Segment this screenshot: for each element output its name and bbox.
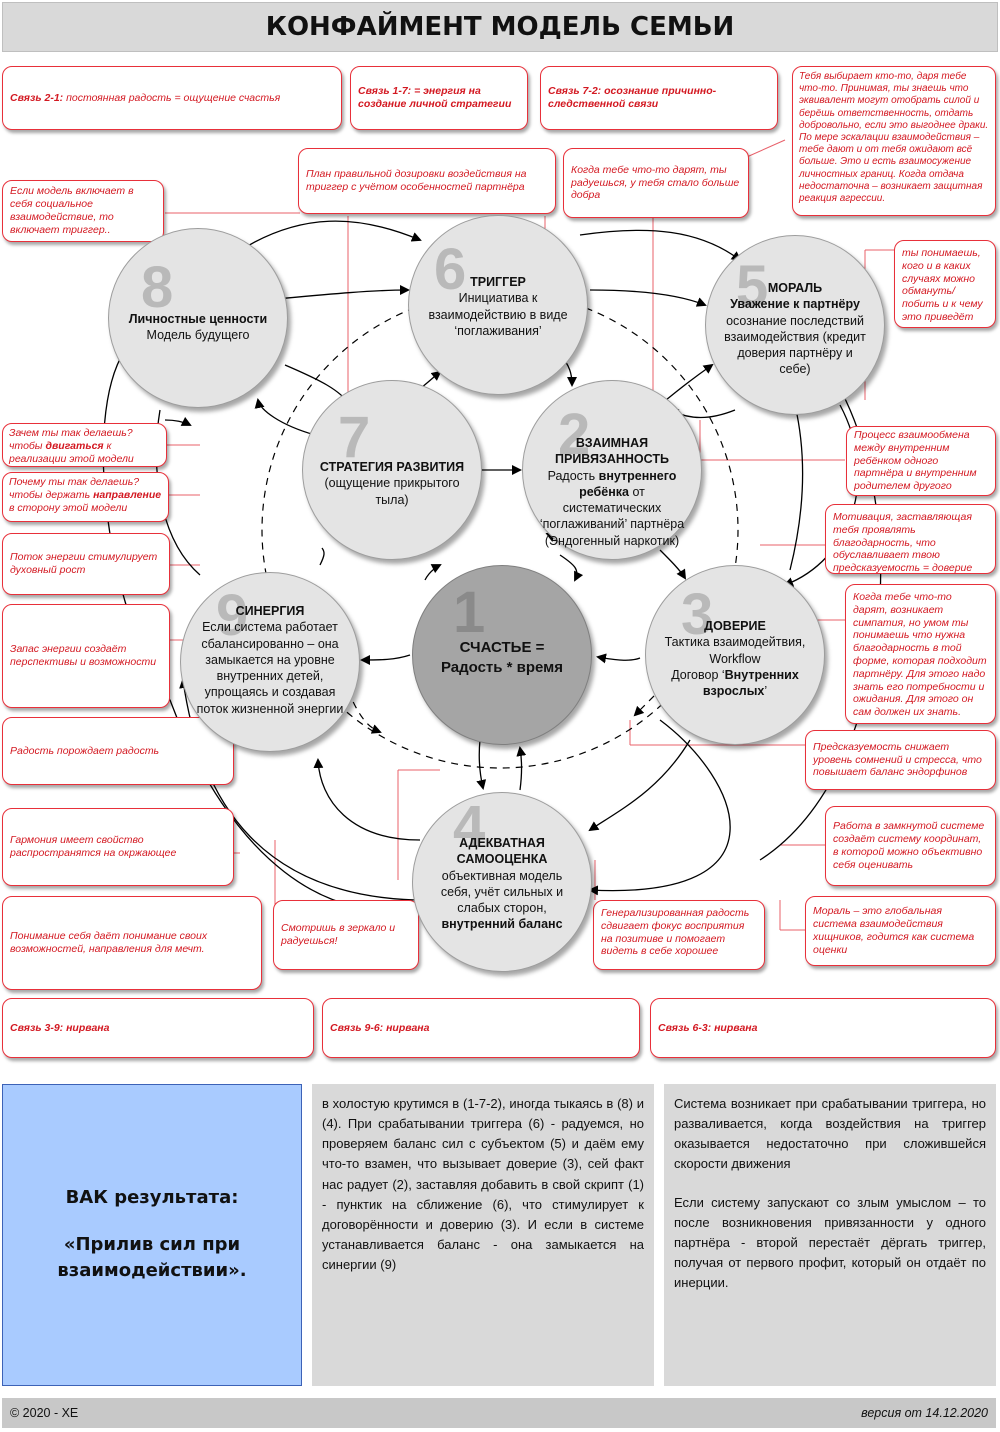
node-7-strategy: 7 СТРАТЕГИЯ РАЗВИТИЯ (ощущение прикрытог… bbox=[302, 380, 482, 560]
system-paragraph-2: Если систему запускают со злым умыслом –… bbox=[674, 1194, 986, 1291]
note-understand: ты понимаешь, кого и в каких случаях мож… bbox=[894, 240, 996, 328]
note-link-2-1: Связь 2-1: постоянная радость = ощущение… bbox=[2, 66, 342, 130]
node-4-title: АДЕКВАТНАЯ САМООЦЕНКА bbox=[456, 836, 548, 867]
node-3-trust: 3 ДОВЕРИЕ Тактика взаимодейтвия, Workflo… bbox=[645, 565, 825, 745]
footer: © 2020 - XE версия от 14.12.2020 bbox=[2, 1398, 996, 1428]
node-3-number: 3 bbox=[681, 582, 714, 647]
node-8-text: Модель будущего bbox=[146, 328, 250, 343]
node-1-number: 1 bbox=[453, 580, 486, 645]
node-5-number: 5 bbox=[736, 254, 769, 319]
note-sympathy: Когда тебе что-то дарят, возникает симпа… bbox=[845, 584, 996, 724]
node-7-text: (ощущение прикрытого тыла) bbox=[324, 476, 460, 507]
node-2-text: Радость внутреннего ребёнка от системати… bbox=[539, 468, 685, 548]
system-paragraph-1: Система возникает при срабатывании тригг… bbox=[674, 1096, 986, 1172]
note-why-direction: Почему ты так делаешь? чтобы держать нап… bbox=[2, 472, 169, 522]
node-2-attachment: 2 ВЗАИМНАЯ ПРИВЯЗАННОСТЬ Радость внутрен… bbox=[522, 380, 702, 560]
note-motivation: Мотивация, заставляющая тебя проявлять б… bbox=[825, 504, 996, 574]
note-reserve: Запас энергии создаёт перспективы и возм… bbox=[2, 604, 170, 708]
note-closed-system: Работа в замкнутой системе создаёт систе… bbox=[825, 806, 996, 886]
vak-result-box: ВАК результата: «Прилив сил при взаимоде… bbox=[2, 1084, 302, 1386]
note-why-move: Зачем ты так делаешь? чтобы двигаться к … bbox=[2, 423, 167, 467]
note-exchange: Процесс взаимообмена между внутренним ре… bbox=[846, 426, 996, 496]
node-8-title: Личностные ценности bbox=[128, 312, 268, 326]
node-4-number: 4 bbox=[453, 794, 486, 859]
node-7-title: СТРАТЕГИЯ РАЗВИТИЯ bbox=[319, 460, 465, 474]
node-5-title: МОРАЛЬ bbox=[767, 281, 823, 295]
node-2-number: 2 bbox=[558, 402, 591, 467]
node-7-number: 7 bbox=[338, 405, 371, 470]
node-1-happiness: 1 СЧАСТЬЕ = Радость * время bbox=[412, 565, 592, 745]
note-model: Если модель включает в себя социальное в… bbox=[2, 180, 164, 242]
note-harmony: Гармония имеет свойство распространятся … bbox=[2, 808, 234, 886]
note-link-9-6: Связь 9-6: нирвана bbox=[322, 998, 640, 1058]
system-description: Система возникает при срабатывании тригг… bbox=[664, 1084, 996, 1386]
copyright: © 2020 - XE bbox=[10, 1406, 79, 1420]
vak-heading: ВАК результата: bbox=[65, 1187, 239, 1209]
note-dosage: План правильной дозировки воздействия на… bbox=[298, 148, 556, 214]
note-link-7-2: Связь 7-2: осознание причинно-следственн… bbox=[540, 66, 778, 130]
node-1-line1: СЧАСТЬЕ = bbox=[459, 639, 545, 656]
note-why-move-text: Зачем ты так делаешь? чтобы двигаться к … bbox=[9, 427, 134, 465]
cycle-description: в холостую крутимся в (1-7-2), иногда ты… bbox=[312, 1084, 654, 1386]
node-6-text: Инициатива к взаимодействию в виде ‘погл… bbox=[428, 291, 568, 338]
node-6-number: 6 bbox=[434, 237, 467, 302]
note-mirror: Смотришь в зеркало и радуешься! bbox=[273, 900, 419, 970]
node-8-number: 8 bbox=[141, 255, 174, 320]
node-6-title: ТРИГГЕР bbox=[470, 275, 526, 289]
note-why-direction-text: Почему ты так делаешь? чтобы держать нап… bbox=[9, 476, 162, 514]
note-flow: Поток энергии стимулирует духовный рост bbox=[2, 533, 170, 595]
node-9-title: СИНЕРГИЯ bbox=[235, 604, 305, 618]
note-link-2-1-text: Связь 2-1: постоянная радость = ощущение… bbox=[10, 91, 281, 104]
node-9-synergy: 9 СИНЕРГИЯ Если система работает сбаланс… bbox=[180, 572, 360, 752]
node-3-title: ДОВЕРИЕ bbox=[704, 619, 766, 633]
note-self-knowledge: Понимание себя даёт понимание своих возм… bbox=[2, 896, 262, 990]
node-4-self-esteem: 4 АДЕКВАТНАЯ САМООЦЕНКА объективная моде… bbox=[412, 792, 592, 972]
note-predict: Предсказуемость снижает уровень сомнений… bbox=[805, 730, 996, 790]
node-6-trigger: 6 ТРИГГЕР Инициатива к взаимодействию в … bbox=[408, 215, 588, 395]
note-moral: Мораль – это глобальная система взаимоде… bbox=[805, 896, 996, 966]
node-1-line2: Радость * время bbox=[440, 658, 564, 676]
node-4-text: объективная модель себя, учёт сильных и … bbox=[440, 868, 564, 932]
node-9-text: Если система работает сбалансированно – … bbox=[196, 620, 344, 716]
note-link-3-9: Связь 3-9: нирвана bbox=[2, 998, 314, 1058]
node-9-number: 9 bbox=[216, 583, 249, 648]
vak-text: «Прилив сил при взаимодействии». bbox=[57, 1234, 247, 1281]
note-choose: Тебя выбирает кто-то, даря тебе что-то. … bbox=[792, 66, 996, 216]
node-8-values: 8 Личностные ценности Модель будущего bbox=[108, 228, 288, 408]
page-title: КОНФАЙМЕНТ МОДЕЛЬ СЕМЬИ bbox=[2, 2, 998, 52]
note-link-6-3: Связь 6-3: нирвана bbox=[650, 998, 996, 1058]
note-link-1-7: Связь 1-7: = энергия на создание личной … bbox=[350, 66, 528, 130]
version-date: версия от 14.12.2020 bbox=[861, 1406, 988, 1420]
note-gift: Когда тебе что-то дарят, ты радуешься, у… bbox=[563, 148, 749, 218]
note-generalized-joy: Генерализированная радость сдвигает фоку… bbox=[593, 900, 765, 970]
note-joy: Радость порождает радость bbox=[2, 717, 234, 785]
node-2-title: ВЗАИМНАЯ ПРИВЯЗАННОСТЬ bbox=[555, 436, 669, 467]
